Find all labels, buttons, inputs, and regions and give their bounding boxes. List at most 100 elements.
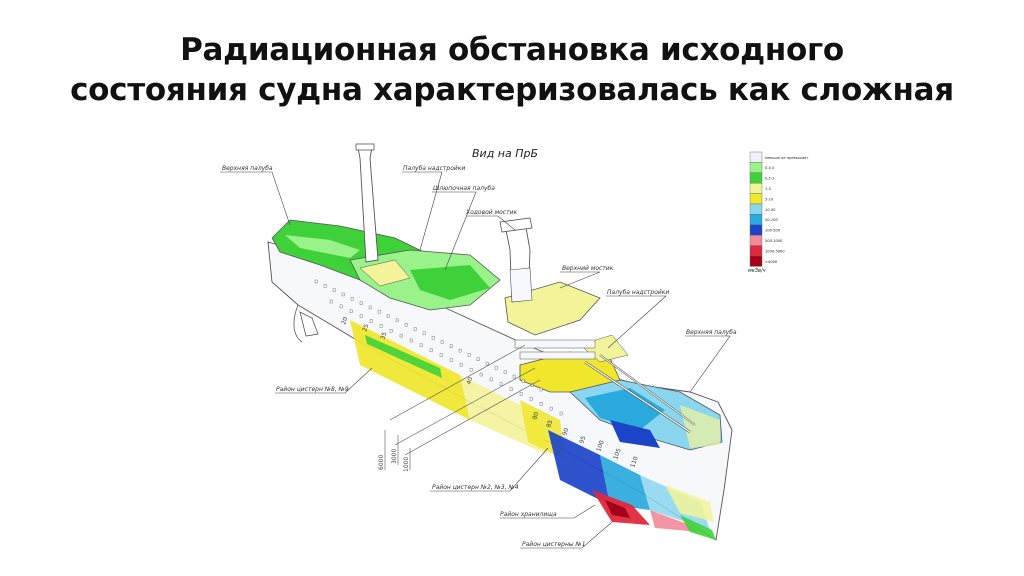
porthole <box>379 324 383 328</box>
windows <box>514 339 596 360</box>
porthole <box>476 357 480 361</box>
porthole <box>440 340 444 344</box>
porthole <box>429 348 433 352</box>
legend-label: 50-100 <box>765 218 778 222</box>
porthole <box>529 397 533 401</box>
dimension-lines <box>384 344 541 470</box>
porthole <box>539 387 543 392</box>
porthole <box>369 319 373 323</box>
porthole <box>494 366 498 370</box>
porthole <box>439 353 443 357</box>
porthole <box>395 318 399 323</box>
legend-label: 10-50 <box>765 208 776 212</box>
deck-fore-blue <box>610 420 660 448</box>
label-upper-deck-fwd: Верхняя палуба <box>686 329 737 336</box>
porthole <box>431 335 435 340</box>
deck-boat-green <box>410 265 490 300</box>
frame-40: 40 <box>465 376 474 386</box>
dimension-3000: 3000 <box>391 449 398 464</box>
slide-title: Радиационная обстановка исходного состоя… <box>0 30 1024 110</box>
nav-mast <box>499 217 533 303</box>
legend-swatch <box>749 151 763 163</box>
label-superstructure-deck-aft: Палуба надстройки <box>403 165 465 172</box>
porthole <box>332 288 336 292</box>
porthole <box>419 343 423 348</box>
frame-25: 25 <box>361 323 370 333</box>
porthole <box>449 344 453 349</box>
legend-swatch <box>749 214 763 226</box>
view-label: Вид на ПрБ <box>472 147 538 160</box>
dimension-1000: 1000 <box>403 457 410 472</box>
porthole <box>386 314 390 318</box>
legend-label: 5-10 <box>765 197 774 201</box>
label-tanks-2-3-4: Район цистерн №2, №3, №4 <box>432 484 519 491</box>
porthole <box>559 411 563 416</box>
rudder <box>299 311 319 337</box>
legend-swatch <box>749 193 763 205</box>
cranes <box>584 354 696 434</box>
legend-swatch <box>749 183 763 194</box>
label-upper-deck-aft: Верхняя палуба <box>222 165 273 172</box>
porthole <box>512 374 516 379</box>
porthole <box>409 338 413 343</box>
porthole <box>413 327 417 331</box>
zone-mid-light-yellow <box>460 375 548 455</box>
legend-label: 100-500 <box>765 229 781 233</box>
dimension-6000: 6000 <box>378 455 385 470</box>
porthole <box>458 348 462 353</box>
legend-swatch <box>749 224 763 236</box>
zone-bow-green <box>680 515 716 540</box>
porthole <box>404 322 408 327</box>
porthole <box>389 329 393 333</box>
zone-cyan <box>600 455 650 510</box>
legend-swatch <box>749 162 763 174</box>
porthole <box>339 304 343 309</box>
zone-bow-yellow <box>665 485 714 522</box>
frame-90: 90 <box>561 427 570 437</box>
porthole <box>368 305 372 310</box>
porthole <box>509 387 513 391</box>
porthole <box>485 361 489 366</box>
porthole <box>341 292 345 297</box>
porthole-row <box>314 279 563 416</box>
porthole <box>469 367 473 372</box>
frame-35: 35 <box>379 331 388 341</box>
frame-110: 110 <box>629 455 640 468</box>
porthole <box>489 377 493 382</box>
porthole <box>549 406 553 411</box>
legend-unit: мкЗв/ч <box>748 268 766 274</box>
slide-title-line-1: Радиационная обстановка исходного <box>180 32 844 68</box>
frame-numbers: 20 25 35 40 80 85 90 95 100 105 110 <box>340 316 640 469</box>
porthole <box>399 333 403 338</box>
porthole <box>521 379 525 383</box>
porthole <box>499 382 503 386</box>
porthole <box>422 331 426 336</box>
legend-label: >5000 <box>765 260 778 264</box>
frame-100: 100 <box>595 439 606 452</box>
porthole <box>350 297 354 301</box>
zone-green-band <box>365 335 442 378</box>
deck-bow-light <box>680 405 720 448</box>
porthole <box>449 358 453 362</box>
legend-swatch <box>749 203 763 215</box>
legend-label: 0-0,5 <box>765 166 775 170</box>
legend-label: 500-1000 <box>765 239 783 243</box>
porthole <box>539 402 543 406</box>
legend-swatch <box>749 255 763 267</box>
legend-label: 1000-5000 <box>765 249 785 253</box>
label-tank-1: Район цистерны №1 <box>522 541 586 548</box>
porthole <box>377 310 381 314</box>
legend-label: 1-5 <box>765 187 772 191</box>
label-superstructure-deck-fwd: Палуба надстройки <box>607 289 669 296</box>
side-zones <box>350 320 716 540</box>
legend-swatch <box>749 234 763 246</box>
porthole <box>503 370 507 374</box>
label-nav-bridge: Ходовой мостик <box>465 209 518 216</box>
dose-rate-legend: меньше не превышает0-0,50,5-11-55-1010-5… <box>749 151 809 267</box>
porthole <box>519 392 523 396</box>
porthole <box>359 301 363 305</box>
frame-95: 95 <box>578 435 587 445</box>
porthole <box>479 372 483 377</box>
porthole <box>323 284 327 288</box>
frame-105: 105 <box>612 447 623 460</box>
